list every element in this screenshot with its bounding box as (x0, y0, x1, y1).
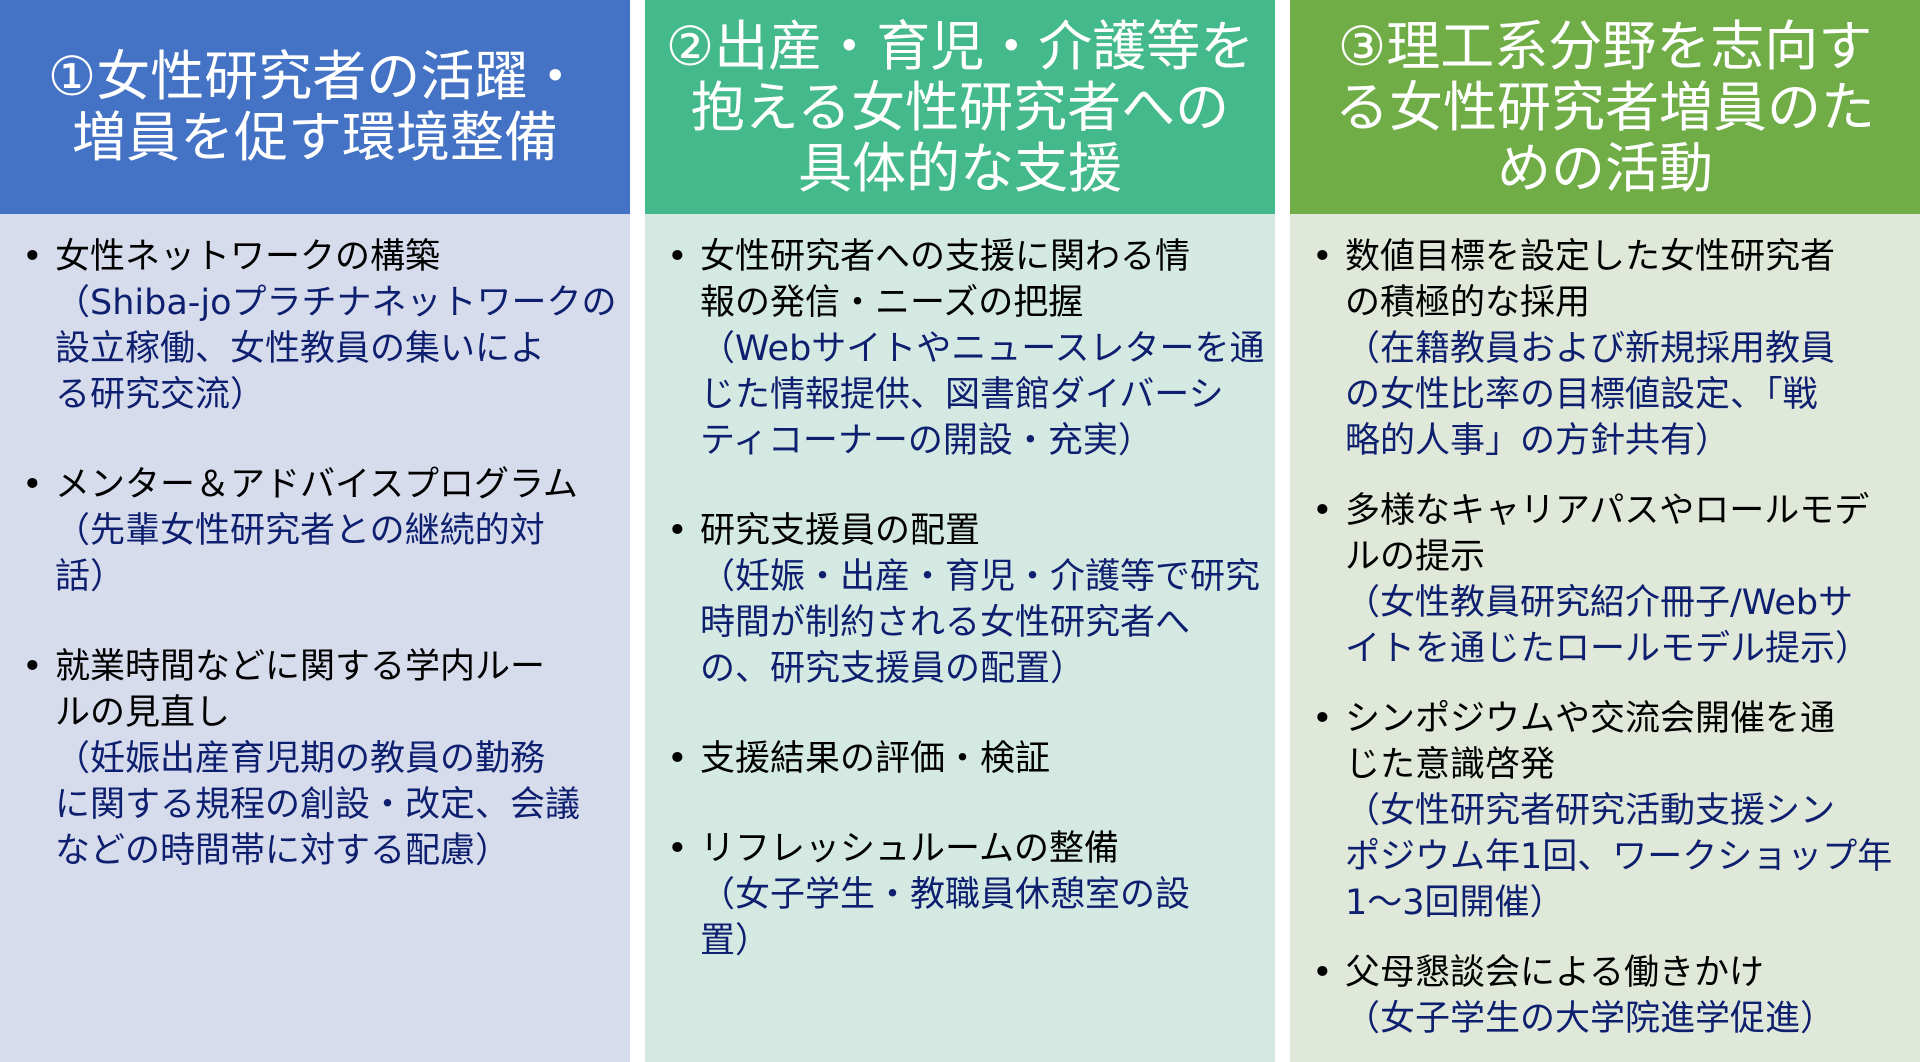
item-title: シンポジウムや交流会開催を通 じた意識啓発 (1345, 699, 1836, 785)
column-environment: ①女性研究者の活躍・ 増員を促す環境整備 • 女性ネットワークの構築 （Shiba-… (0, 0, 630, 1062)
bullet-icon: • (1312, 953, 1333, 993)
bullet-icon: • (22, 465, 43, 505)
item-title: 多様なキャリアパスやロールモデ ルの提示 (1345, 491, 1870, 577)
list-item: • シンポジウムや交流会開催を通 じた意識啓発（女性研究者研究活動支援シン ポジウ… (1290, 696, 1910, 926)
item-detail: （女性教員研究紹介冊子/Webサ イトを通じたロールモデル提示） (1345, 583, 1871, 669)
list-item: • 多様なキャリアパスやロールモデ ルの提示（女性教員研究紹介冊子/Webサ イト… (1290, 488, 1910, 672)
item-title: 父母懇談会による働きかけ (1345, 953, 1764, 993)
bullet-icon: • (667, 739, 688, 779)
item-title: リフレッシュルームの整備 (700, 829, 1119, 869)
item-detail: （Shiba-joプラチナネットワークの 設立稼働、女性教員の集いによ る研究交… (55, 283, 617, 415)
bullet-icon: • (1312, 491, 1333, 531)
column-header: ①女性研究者の活躍・ 増員を促す環境整備 (0, 0, 630, 214)
item-title: 支援結果の評価・検証 (700, 739, 1051, 779)
list-item: • 父母懇談会による働きかけ （女子学生の大学院進学促進） (1290, 950, 1910, 1042)
column-support: ②出産・育児・介護等を 抱える女性研究者への 具体的な支援 • 女性研究者への支援… (645, 0, 1275, 1062)
bullet-icon: • (22, 647, 43, 687)
column-header: ②出産・育児・介護等を 抱える女性研究者への 具体的な支援 (645, 0, 1275, 214)
item-detail: （先輩女性研究者との継続的対 話） (55, 511, 545, 597)
list-item: • 支援結果の評価・検証 (645, 736, 1265, 782)
list-item: • 女性ネットワークの構築 （Shiba-joプラチナネットワークの 設立稼働、女性… (0, 234, 620, 418)
item-title: 数値目標を設定した女性研究者 の積極的な採用 (1345, 237, 1836, 323)
item-detail: （女子学生の大学院進学促進） (1345, 999, 1836, 1039)
list-item: • 女性研究者への支援に関わる情 報の発信・ニーズの把握（Webサイトやニュースレ… (645, 234, 1265, 464)
column-header: ③理工系分野を志向す る女性研究者増員のた めの活動 (1290, 0, 1920, 214)
column-stem: ③理工系分野を志向す る女性研究者増員のた めの活動 • 数値目標を設定した女性研… (1290, 0, 1920, 1062)
bullet-icon: • (667, 511, 688, 551)
bullet-icon: • (667, 237, 688, 277)
column-body: • 女性ネットワークの構築 （Shiba-joプラチナネットワークの 設立稼働、女性… (0, 214, 630, 1062)
list-item: • 数値目標を設定した女性研究者 の積極的な採用（在籍教員および新規採用教員 の女… (1290, 234, 1910, 464)
item-title: 女性ネットワークの構築 (55, 237, 441, 277)
item-detail: （Webサイトやニュースレターを通 じた情報提供、図書館ダイバーシ ティコーナー… (700, 329, 1265, 461)
item-detail: （女性研究者研究活動支援シン ポジウム年1回、ワークショップ年 1～3回開催） (1345, 791, 1893, 923)
list-item: • リフレッシュルームの整備 （女子学生・教職員休憩室の設 置） (645, 826, 1265, 964)
list-item: • 就業時間などに関する学内ルー ルの見直し（妊娠出産育児期の教員の勤務 に関する… (0, 644, 620, 874)
column-body: • 数値目標を設定した女性研究者 の積極的な採用（在籍教員および新規採用教員 の女… (1290, 214, 1920, 1062)
bullet-icon: • (1312, 699, 1333, 739)
bullet-icon: • (1312, 237, 1333, 277)
list-item: • メンター＆アドバイスプログラム （先輩女性研究者との継続的対 話） (0, 462, 620, 600)
column-body: • 女性研究者への支援に関わる情 報の発信・ニーズの把握（Webサイトやニュースレ… (645, 214, 1275, 1062)
item-title: メンター＆アドバイスプログラム (55, 465, 578, 505)
item-title: 研究支援員の配置 (700, 511, 981, 551)
item-title: 就業時間などに関する学内ルー ルの見直し (55, 647, 546, 733)
item-title: 女性研究者への支援に関わる情 報の発信・ニーズの把握 (700, 237, 1191, 323)
list-item: • 研究支援員の配置 （妊娠・出産・育児・介護等で研究 時間が制約される女性研究者へ… (645, 508, 1265, 692)
item-detail: （妊娠・出産・育児・介護等で研究 時間が制約される女性研究者へ の、研究支援員の… (700, 557, 1261, 689)
bullet-icon: • (22, 237, 43, 277)
item-detail: （妊娠出産育児期の教員の勤務 に関する規程の創設・改定、会議 などの時間帯に対す… (55, 739, 581, 871)
bullet-icon: • (667, 829, 688, 869)
item-detail: （女子学生・教職員休憩室の設 置） (700, 875, 1191, 961)
item-detail: （在籍教員および新規採用教員 の女性比率の目標値設定、「戦 略的人事」の方針共有… (1345, 329, 1836, 461)
